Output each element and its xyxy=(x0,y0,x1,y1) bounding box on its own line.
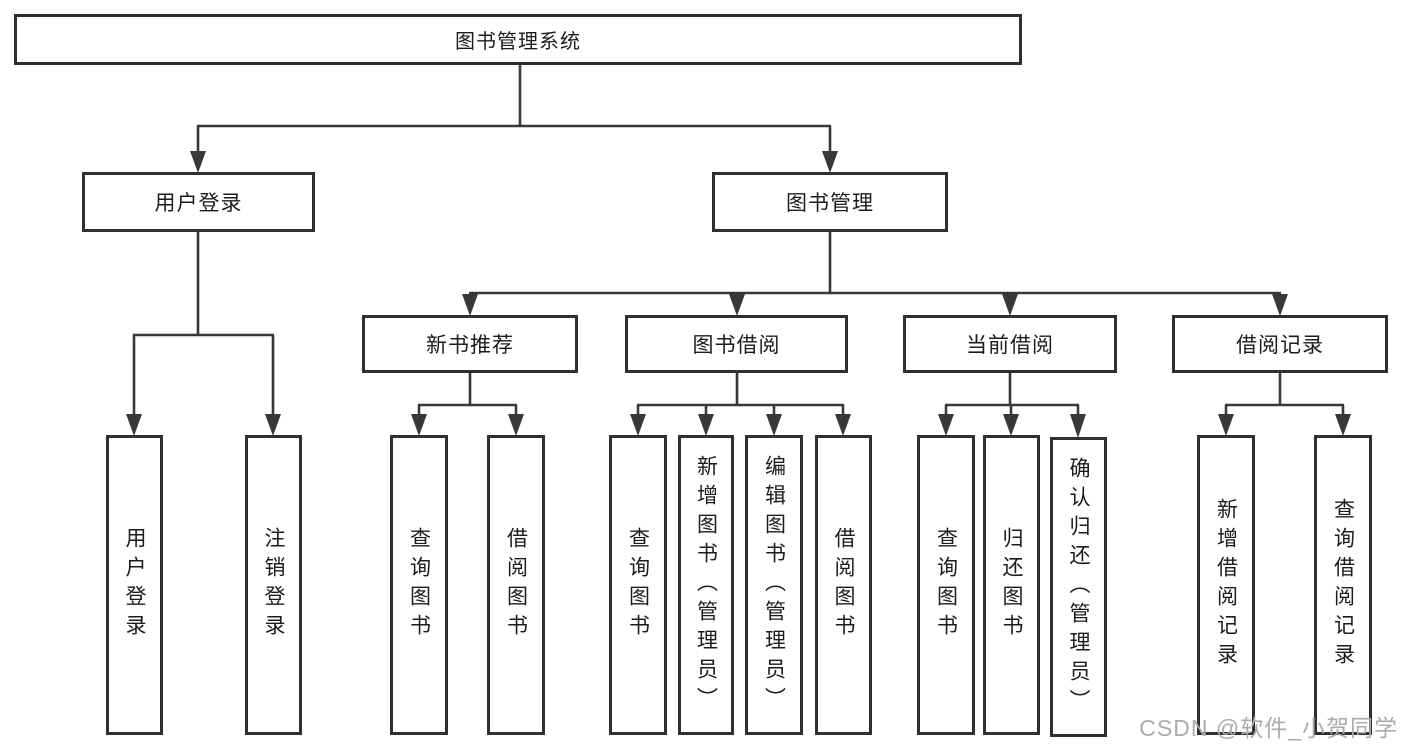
node-label: 查询图书 xyxy=(407,527,431,643)
node-label: 图书借阅 xyxy=(692,334,781,357)
node-label: 新增借阅记录 xyxy=(1214,498,1238,672)
node-user-login: 用户登录 xyxy=(82,172,315,232)
leaf-add-book-admin: 新增图书（管理员） xyxy=(678,435,734,735)
node-label: 查询图书 xyxy=(626,527,650,643)
node-label: 图书管理 xyxy=(786,192,874,215)
leaf-return-book: 归还图书 xyxy=(983,435,1040,735)
leaf-query-books-3: 查询图书 xyxy=(917,435,975,735)
node-label: 查询借阅记录 xyxy=(1331,498,1355,672)
node-label: 当前借阅 xyxy=(966,334,1054,357)
leaf-query-books-1: 查询图书 xyxy=(390,435,448,735)
node-label: 借阅图书 xyxy=(504,527,528,643)
leaf-query-borrow-record: 查询借阅记录 xyxy=(1314,435,1372,735)
node-current-borrowing: 当前借阅 xyxy=(903,315,1117,373)
leaf-logout: 注销登录 xyxy=(245,435,302,735)
node-label: 借阅图书 xyxy=(832,527,855,643)
leaf-confirm-return-admin: 确认归还（管理员） xyxy=(1050,437,1107,737)
node-borrowing-records: 借阅记录 xyxy=(1172,315,1388,373)
node-label: 确认归还（管理员） xyxy=(1067,456,1090,718)
csdn-watermark: CSDN @软件_小贺同学 xyxy=(1139,715,1398,741)
leaf-borrow-books-1: 借阅图书 xyxy=(487,435,545,735)
leaf-query-books-2: 查询图书 xyxy=(609,435,667,735)
node-new-book-recommend: 新书推荐 xyxy=(362,315,578,373)
leaf-edit-book-admin: 编辑图书（管理员） xyxy=(745,435,803,735)
node-label: 用户登录 xyxy=(123,527,146,643)
node-label: 新书推荐 xyxy=(426,334,514,357)
node-label: 注销登录 xyxy=(262,527,285,643)
leaf-user-login: 用户登录 xyxy=(106,435,163,735)
node-label: 新增图书（管理员） xyxy=(694,454,718,716)
node-label: 借阅记录 xyxy=(1236,334,1324,357)
leaf-borrow-books-2: 借阅图书 xyxy=(815,435,872,735)
leaf-add-borrow-record: 新增借阅记录 xyxy=(1197,435,1255,735)
node-book-management: 图书管理 xyxy=(712,172,948,232)
node-label: 图书管理系统 xyxy=(455,31,581,53)
node-library-system: 图书管理系统 xyxy=(14,14,1022,65)
node-label: 查询图书 xyxy=(934,527,958,643)
node-label: 归还图书 xyxy=(1000,527,1023,643)
arrowheads xyxy=(126,151,1351,438)
node-label: 编辑图书（管理员） xyxy=(762,454,786,716)
node-book-borrowing: 图书借阅 xyxy=(625,315,848,373)
node-label: 用户登录 xyxy=(154,192,243,215)
